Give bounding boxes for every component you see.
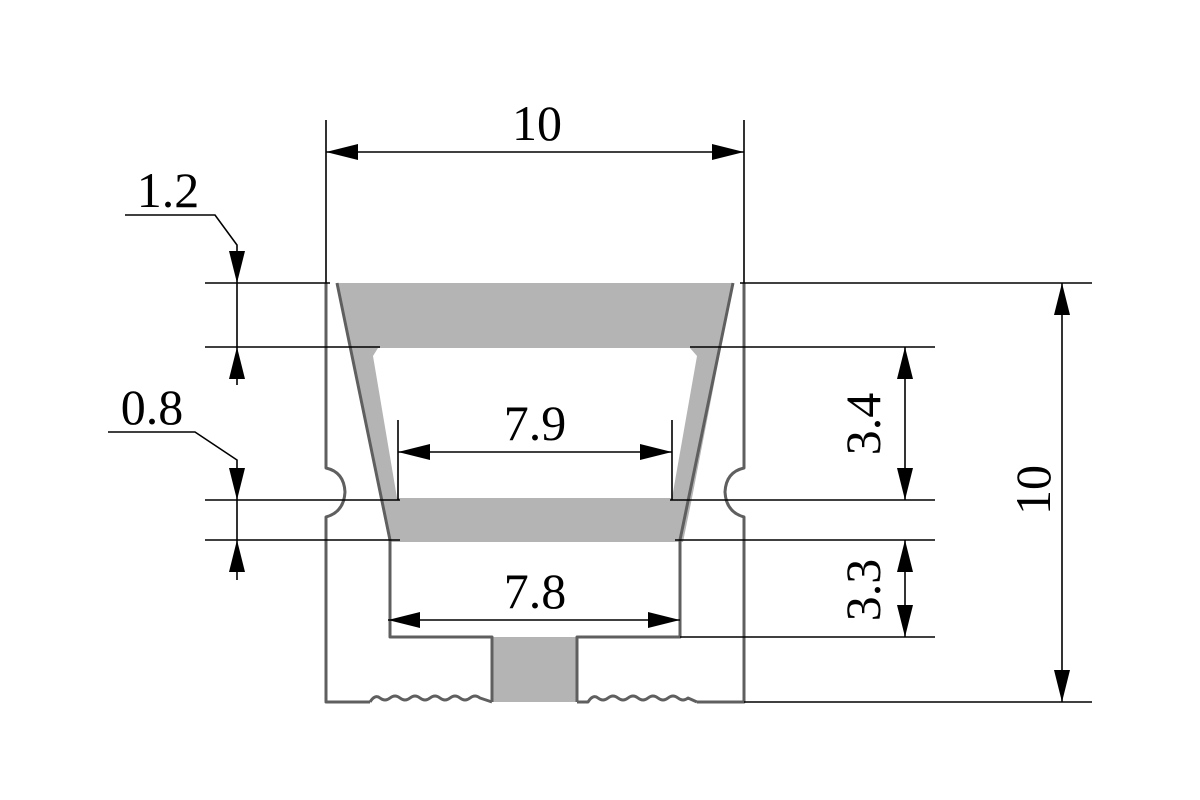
label-lower-cavity-height: 3.3	[835, 559, 891, 622]
dimension-mid-thickness: 0.8	[108, 379, 245, 580]
label-upper-cavity-height: 3.4	[835, 393, 891, 456]
label-upper-inner-width: 7.9	[504, 395, 567, 451]
diffuser	[337, 283, 733, 702]
label-top-thickness: 1.2	[137, 162, 200, 218]
dimension-overall-height: 10	[1005, 283, 1070, 702]
dimension-lower-cavity-height: 3.3	[835, 540, 913, 637]
bottom-teeth-left	[368, 694, 493, 704]
label-lower-inner-width: 7.8	[504, 563, 567, 619]
label-mid-thickness: 0.8	[121, 379, 184, 435]
dimension-overall-width: 10	[326, 95, 744, 160]
diffuser-stem	[492, 637, 577, 702]
diffuser-mid-band	[380, 498, 692, 542]
dimension-top-thickness: 1.2	[125, 162, 245, 385]
dimension-upper-cavity-height: 3.4	[835, 347, 913, 500]
diffuser-top-band	[337, 283, 733, 348]
dimension-lower-inner-width: 7.8	[388, 563, 680, 628]
extension-lines	[205, 120, 1092, 703]
diffuser-left-wall	[351, 348, 397, 498]
outer-left-wall	[324, 283, 370, 704]
label-overall-width: 10	[512, 95, 562, 151]
label-overall-height: 10	[1005, 465, 1061, 515]
outer-slope-left	[335, 282, 494, 702]
outer-right-wall	[697, 283, 746, 704]
bottom-teeth-right	[577, 694, 698, 704]
dimension-upper-inner-width: 7.9	[398, 395, 672, 460]
diffuser-right-wall	[672, 348, 721, 498]
